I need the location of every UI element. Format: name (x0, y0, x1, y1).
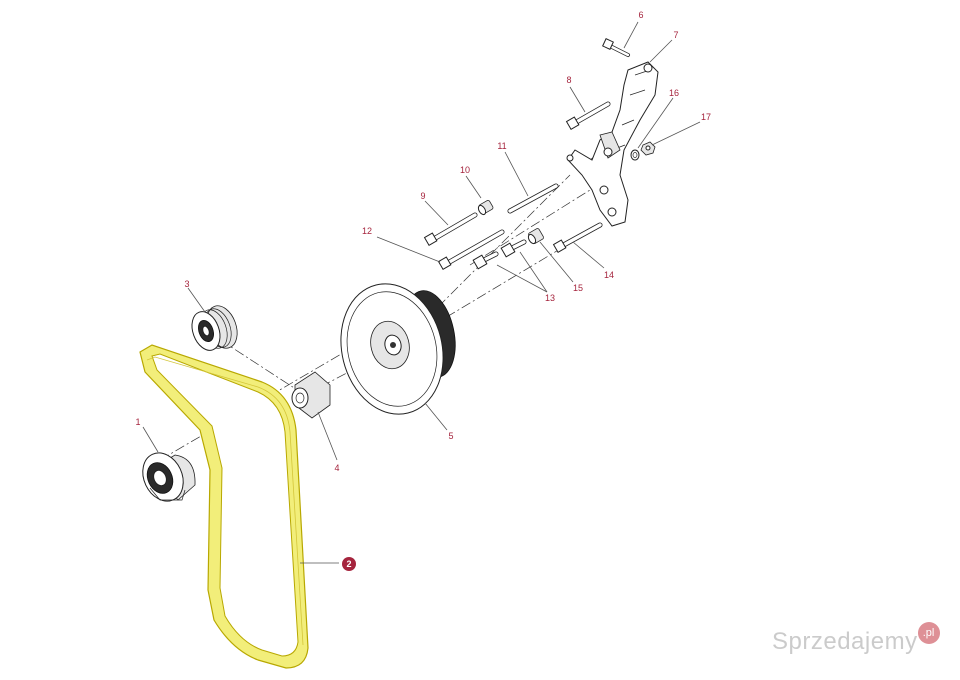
callout-14[interactable]: 14 (604, 270, 614, 280)
bolt-8[interactable] (565, 101, 611, 131)
callout-1[interactable]: 1 (135, 417, 140, 427)
sleeve-15[interactable] (527, 228, 544, 245)
callout-7[interactable]: 7 (673, 30, 678, 40)
callout-9[interactable]: 9 (420, 191, 425, 201)
callout-2[interactable]: 2 (346, 559, 351, 569)
watermark-text: Sprzedajemy (772, 628, 918, 655)
bolt-14[interactable] (552, 222, 603, 254)
washer-16[interactable] (630, 149, 640, 161)
spacer[interactable] (291, 371, 331, 419)
callout-16[interactable]: 16 (669, 88, 679, 98)
sleeve-10[interactable] (477, 200, 494, 216)
callout-6[interactable]: 6 (638, 10, 643, 20)
leader-lines (142, 21, 701, 564)
watermark-badge: .pl (917, 622, 940, 644)
callout-13[interactable]: 13 (545, 293, 555, 303)
idler-pulley[interactable] (187, 302, 243, 355)
watermark-logo: Sprzedajemy .pl (772, 622, 940, 656)
bolt-6[interactable] (602, 38, 630, 57)
callout-2-badge (342, 557, 356, 571)
callout-3[interactable]: 3 (184, 279, 189, 289)
tensioner-pulley[interactable] (135, 446, 196, 507)
callout-15[interactable]: 15 (573, 283, 583, 293)
bolts-13[interactable] (472, 239, 527, 270)
bracket[interactable] (566, 61, 659, 227)
nut-17[interactable] (640, 141, 656, 156)
callout-labels: 1 2 3 4 5 6 7 8 9 10 11 12 13 14 15 16 1… (135, 10, 711, 571)
callout-8[interactable]: 8 (566, 75, 571, 85)
callout-10[interactable]: 10 (460, 165, 470, 175)
callout-5[interactable]: 5 (448, 431, 453, 441)
stud-11[interactable] (507, 183, 559, 214)
callout-11[interactable]: 11 (497, 141, 506, 151)
callout-17[interactable]: 17 (701, 112, 711, 122)
bolt-9[interactable] (423, 212, 478, 247)
crankshaft-pulley[interactable] (328, 273, 463, 425)
bolt-12[interactable] (437, 229, 505, 271)
callout-4[interactable]: 4 (334, 463, 339, 473)
drive-belt[interactable] (139, 344, 309, 669)
callout-12[interactable]: 12 (362, 226, 372, 236)
